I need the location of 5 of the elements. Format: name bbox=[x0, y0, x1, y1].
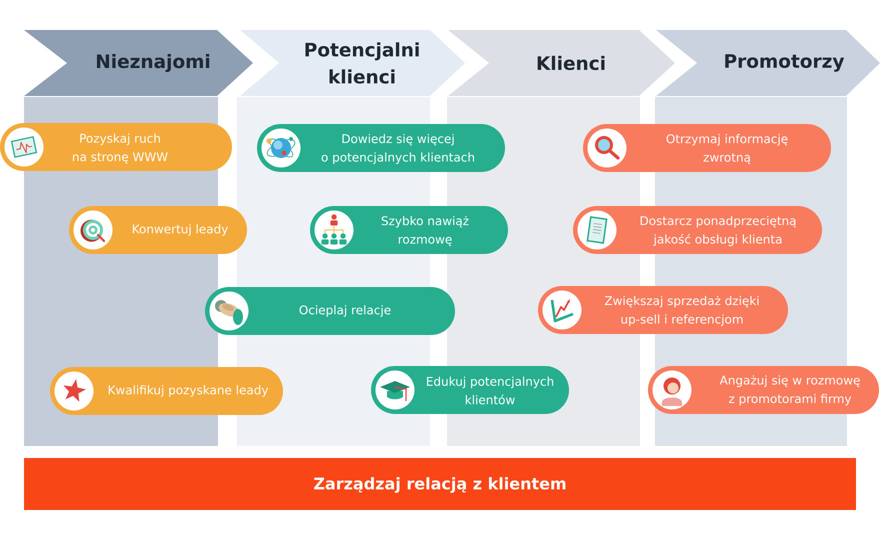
stage-header: Potencjalni klienci bbox=[240, 30, 465, 96]
stage-header: Promotorzy bbox=[656, 30, 880, 96]
stage-header: Nieznajomi bbox=[24, 30, 253, 96]
stage-header: Klienci bbox=[448, 30, 675, 96]
banner-bar: Zarządzaj relacją z klientem bbox=[24, 458, 856, 510]
